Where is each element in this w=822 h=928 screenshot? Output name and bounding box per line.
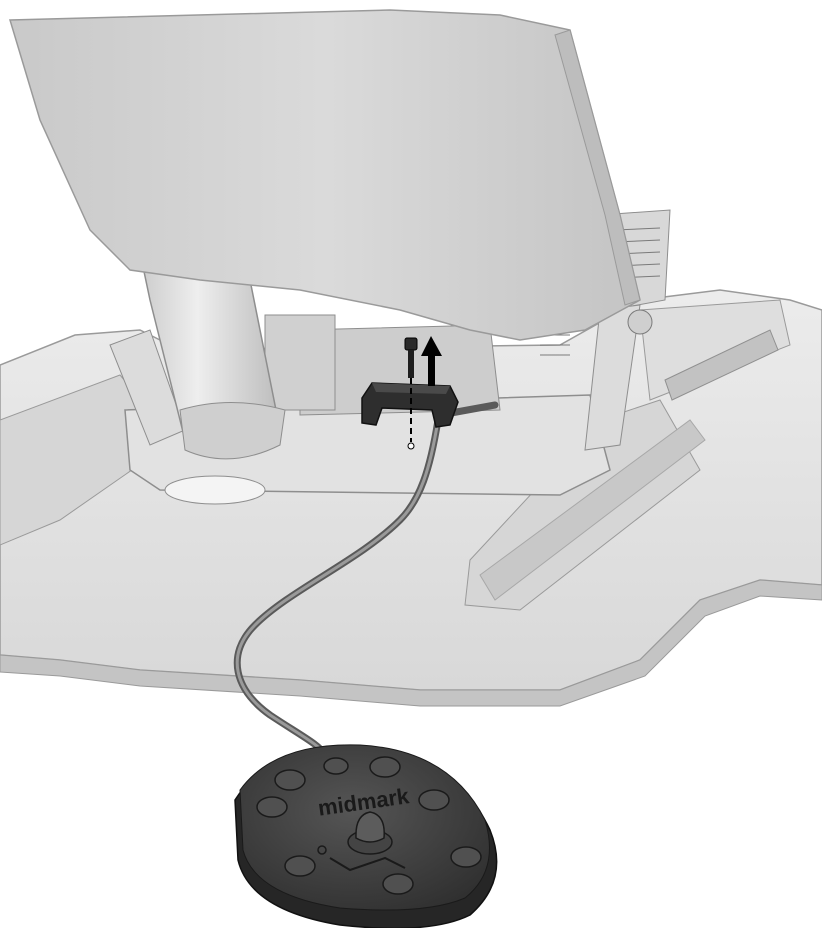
floor-hole xyxy=(164,475,266,505)
pedal-button-5 xyxy=(418,789,450,811)
pedal-joystick-knob xyxy=(355,811,385,843)
up-arrow-shaft xyxy=(428,354,435,386)
pedal-indicator-dot xyxy=(317,845,327,855)
right-bracket-slot xyxy=(664,329,779,401)
right-rail-ridge xyxy=(479,419,706,601)
pedal-center-joystick xyxy=(347,811,393,855)
backrest-shell xyxy=(8,9,641,341)
pedal-button-1 xyxy=(274,769,306,791)
up-arrow-head xyxy=(421,336,442,356)
pedal-button-7 xyxy=(450,846,482,868)
pedal-button-3 xyxy=(369,756,401,778)
pedal-button-2 xyxy=(323,757,349,775)
housing-left-block xyxy=(264,314,336,411)
pedal-button-4 xyxy=(256,796,288,818)
screw-head xyxy=(404,337,418,351)
screw-icon xyxy=(404,337,418,450)
screw-hole xyxy=(407,442,415,450)
lift-column-foot xyxy=(179,402,286,460)
foot-control: midmark xyxy=(234,744,498,928)
screw-shank xyxy=(408,350,414,378)
up-arrow-icon xyxy=(421,336,442,386)
pivot-bolt xyxy=(627,309,653,335)
pedal-button-8 xyxy=(382,873,414,895)
foot-control-buttons xyxy=(256,756,482,895)
pedal-button-6 xyxy=(284,855,316,877)
backrest-edge xyxy=(554,29,641,306)
pedal-wave-mark xyxy=(329,856,406,872)
backrest xyxy=(8,9,641,341)
foot-control-cable-highlight xyxy=(235,418,440,757)
base-plate-lower-edge xyxy=(0,579,822,707)
